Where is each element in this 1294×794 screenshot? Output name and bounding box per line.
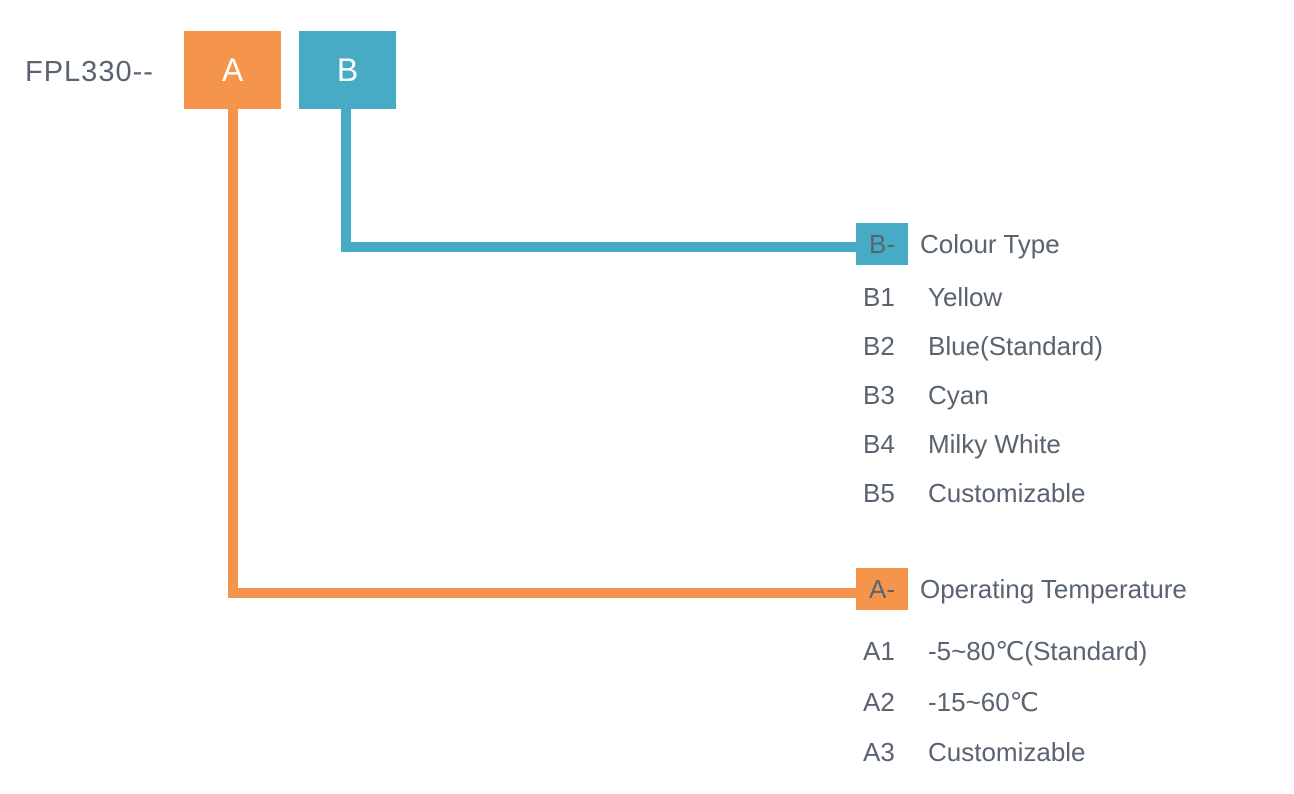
item-label: Customizable bbox=[928, 477, 1086, 508]
list-item-a3: A3 Customizable bbox=[863, 731, 1086, 773]
list-item-b1: B1 Yellow bbox=[863, 276, 1002, 318]
item-code: B2 bbox=[863, 330, 895, 361]
item-code: B5 bbox=[863, 477, 895, 508]
section-b-title: Colour Type bbox=[920, 229, 1060, 259]
item-label: Cyan bbox=[928, 379, 989, 410]
item-code: A2 bbox=[863, 686, 895, 717]
item-label: -5~80℃(Standard) bbox=[928, 635, 1148, 666]
code-box-b: B bbox=[299, 31, 396, 109]
item-code: B3 bbox=[863, 379, 895, 410]
code-box-b-letter: B bbox=[336, 51, 359, 88]
connector-a-horizontal bbox=[228, 588, 856, 598]
item-code: A1 bbox=[863, 635, 895, 666]
list-item-b2: B2 Blue(Standard) bbox=[863, 325, 1103, 367]
connector-a-vertical bbox=[228, 109, 238, 598]
part-code-label: FPL330-- bbox=[25, 56, 154, 88]
code-box-a-letter: A bbox=[221, 51, 244, 88]
item-code: B1 bbox=[863, 281, 895, 312]
item-label: Blue(Standard) bbox=[928, 330, 1103, 361]
item-label: Milky White bbox=[928, 428, 1061, 459]
item-label: Yellow bbox=[928, 281, 1003, 312]
code-box-a: A bbox=[184, 31, 281, 109]
list-item-b4: B4 Milky White bbox=[863, 423, 1061, 465]
connector-b-vertical bbox=[341, 109, 351, 252]
section-b-tag: B- bbox=[856, 223, 908, 265]
section-a-tag: A- bbox=[856, 568, 908, 610]
list-item-a2: A2 -15~60℃ bbox=[863, 681, 1039, 723]
item-code: A3 bbox=[863, 736, 895, 767]
list-item-a1: A1 -5~80℃(Standard) bbox=[863, 630, 1147, 672]
section-a-title: Operating Temperature bbox=[920, 574, 1187, 604]
item-label: Customizable bbox=[928, 736, 1086, 767]
item-code: B4 bbox=[863, 428, 895, 459]
item-label: -15~60℃ bbox=[928, 686, 1039, 717]
list-item-b3: B3 Cyan bbox=[863, 374, 989, 416]
connector-b-horizontal bbox=[341, 242, 856, 252]
list-item-b5: B5 Customizable bbox=[863, 472, 1086, 514]
